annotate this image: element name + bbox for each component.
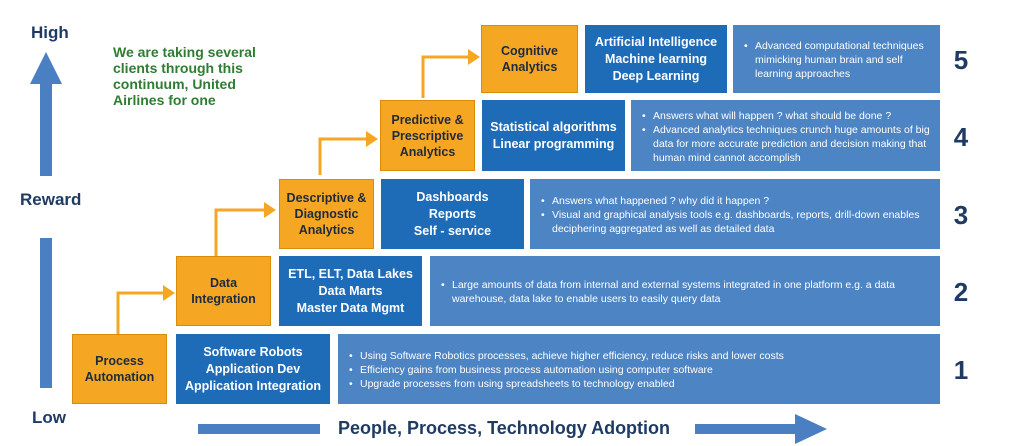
stage-descriptive-diagnostic: Descriptive & Diagnostic Analytics (279, 179, 374, 249)
bullet-level-3-1: Answers what happened ? why did it happe… (541, 194, 932, 208)
stage-process-automation: Process Automation (72, 334, 167, 404)
level-number-2: 2 (953, 277, 969, 307)
bullet-level-3-2: Visual and graphical analysis tools e.g.… (541, 208, 932, 236)
tech-level-2: ETL, ELT, Data Lakes Data Marts Master D… (279, 256, 422, 326)
bullet-level-1-3: Upgrade processes from using spreadsheet… (349, 377, 784, 391)
y-axis-middle-label: Reward (20, 190, 82, 209)
description-level-3: Answers what happened ? why did it happe… (530, 179, 940, 249)
bullet-level-4-2: Advanced analytics techniques crunch hug… (642, 123, 932, 165)
level-number-3: 3 (953, 200, 969, 230)
description-level-4: Answers what will happen ? what should b… (631, 100, 940, 171)
level-number-5: 5 (953, 45, 969, 75)
bullet-level-1-2: Efficiency gains from business process a… (349, 363, 784, 377)
stage-data-integration: Data Integration (176, 256, 271, 326)
x-axis-label: People, Process, Technology Adoption (338, 418, 671, 438)
tech-level-5: Artificial Intelligence Machine learning… (585, 25, 727, 93)
tech-level-4: Statistical algorithms Linear programmin… (482, 100, 625, 171)
stage-predictive-prescriptive: Predictive & Prescriptive Analytics (380, 100, 475, 171)
level-number-1: 1 (953, 355, 969, 385)
tech-level-3: Dashboards Reports Self - service (381, 179, 524, 249)
description-level-5: Advanced computational techniques mimick… (733, 25, 940, 93)
bullet-level-1-1: Using Software Robotics processes, achie… (349, 349, 784, 363)
bullet-level-5-1: Advanced computational techniques mimick… (744, 39, 932, 81)
reward-axis-arrow (30, 52, 62, 388)
y-axis-high-label: High (31, 23, 69, 42)
stage-cognitive-analytics: Cognitive Analytics (481, 25, 578, 93)
description-level-2: Large amounts of data from internal and … (430, 256, 940, 326)
client-note: We are taking several clients through th… (113, 44, 256, 108)
adoption-axis-arrow (198, 414, 827, 444)
bullet-level-4-1: Answers what will happen ? what should b… (642, 109, 932, 123)
bullet-level-2-1: Large amounts of data from internal and … (441, 278, 932, 306)
y-axis-low-label: Low (32, 408, 66, 427)
description-level-1: Using Software Robotics processes, achie… (338, 334, 940, 404)
tech-level-1: Software Robots Application Dev Applicat… (176, 334, 330, 404)
level-number-4: 4 (953, 122, 969, 152)
